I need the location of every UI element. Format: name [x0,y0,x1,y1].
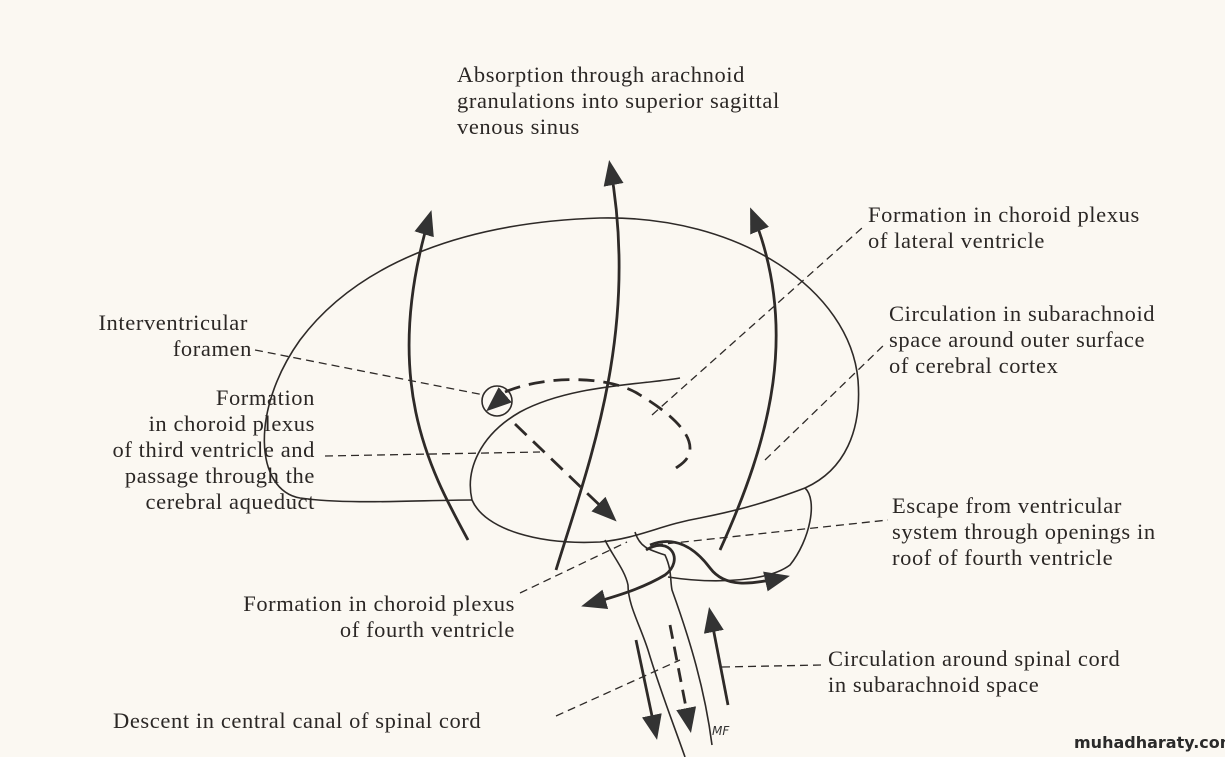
label-subarachnoid-cortex: Circulation in subarachnoid space around… [889,301,1155,379]
leader-escape [654,519,889,546]
label-line: Circulation in subarachnoid [889,301,1156,326]
label-descent: Descent in central canal of spinal cord [113,708,481,734]
label-line: passage through the [124,463,315,488]
label-line: of cerebral cortex [889,353,1059,378]
leader-cortex [764,342,887,461]
label-line: Absorption through arachnoid [457,62,745,87]
label-line: Formation in choroid plexus [868,202,1140,227]
label-line: Descent in central canal of spinal cord [113,708,482,733]
arrow-absorption-right [718,207,778,551]
label-interventricular-foramen: Interventricular foramen [98,310,251,362]
arrow-spinal-ascent [703,607,730,706]
label-escape: Escape from ventricular system through o… [892,493,1156,571]
temporal-lobe-outline [469,377,813,582]
label-line: granulations into superior sagittal [457,88,780,113]
label-lateral-ventricle: Formation in choroid plexus of lateral v… [868,202,1140,254]
leader-fourth-ventricle [519,541,628,594]
dashed-ventricle-path [504,378,692,470]
leader-lateral-ventricle [651,227,863,416]
label-spinal-circulation: Circulation around spinal cord in subara… [828,646,1120,698]
brainstem-outline [604,539,686,757]
leader-third-ventricle [324,451,541,457]
leader-spinal-circulation [721,664,823,668]
label-line: system through openings in [892,519,1156,544]
label-line: Escape from ventricular [892,493,1122,518]
label-line: Interventricular [98,310,248,335]
label-third-ventricle: Formation in choroid plexus of third ven… [112,385,315,515]
artist-signature: MF [712,724,730,738]
watermark: muhadharaty.com [1074,733,1225,752]
label-line: of fourth ventricle [339,617,515,642]
arrow-fourth-ventricle-right [649,540,790,592]
label-line: venous sinus [457,114,580,139]
arrow-absorption-middle [554,160,624,571]
label-line: Circulation around spinal cord [828,646,1121,671]
cerebrum-outline [263,217,860,503]
label-line: space around outer surface [889,327,1146,352]
label-line: Formation in choroid plexus [243,591,515,616]
label-line: in choroid plexus [148,411,315,436]
arrow-absorption-left [407,210,470,541]
arrow-central-canal [668,624,697,733]
label-absorption: Absorption through arachnoid granulation… [457,62,780,140]
label-line: foramen [172,336,252,361]
label-line: roof of fourth ventricle [892,545,1114,570]
label-line: of lateral ventricle [868,228,1045,253]
label-line: in subarachnoid space [828,672,1040,697]
label-fourth-ventricle: Formation in choroid plexus of fourth ve… [243,591,515,643]
leader-descent [555,659,681,717]
arrow-spinal-descent [634,639,662,740]
label-line: cerebral aqueduct [145,489,315,514]
arrow-aqueduct [514,422,617,522]
label-line: Formation [215,385,315,410]
interventricular-foramen-circle [481,385,513,417]
label-line: of third ventricle and [112,437,315,462]
arrow-fourth-ventricle-left [581,544,676,610]
